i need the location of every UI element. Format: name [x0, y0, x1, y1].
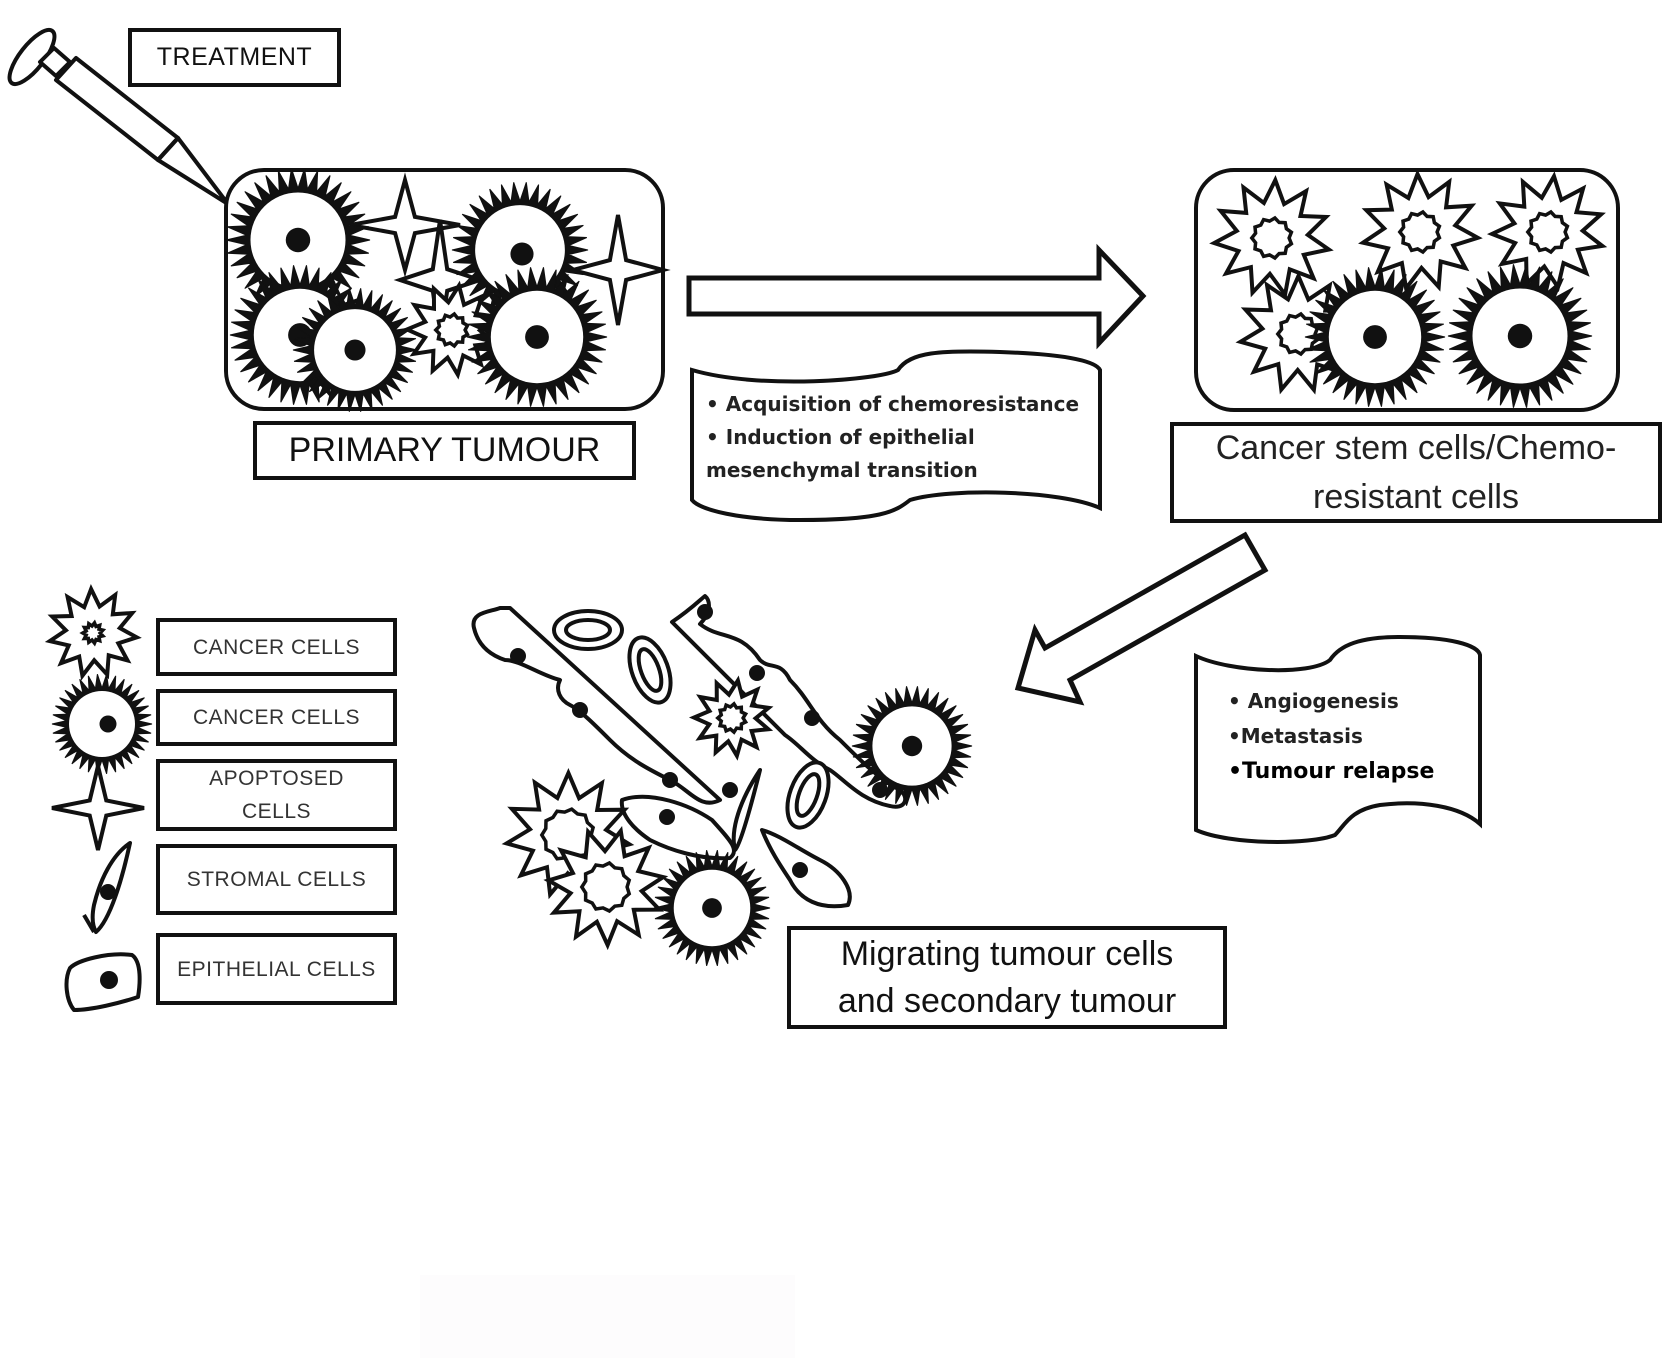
chemoresistant-cell	[1447, 264, 1593, 408]
legend-icons	[44, 583, 153, 1012]
primary-tumour-label-box: PRIMARY TUMOUR	[253, 421, 636, 480]
stromal-cell	[731, 768, 762, 852]
transition-note-1: • Acquisition of chemoresistance	[706, 392, 1080, 416]
sun-cancer-cell	[653, 850, 771, 966]
primary-tumour-label: PRIMARY TUMOUR	[288, 431, 601, 469]
stem-cell	[1486, 171, 1608, 293]
epithelial-cell	[619, 794, 736, 861]
outcome-notes-text: • Angiogenesis •Metastasis •Tumour relap…	[1228, 684, 1434, 789]
stromal-cell-icon	[82, 841, 132, 934]
diagonal-arrow-icon	[1014, 531, 1269, 706]
legend-item-epithelial-cells: EPITHELIAL CELLS	[156, 933, 397, 1005]
syringe-icon	[7, 27, 230, 206]
right-arrow-icon	[686, 243, 1147, 350]
cell-nucleus	[344, 339, 366, 361]
outcome-note-1: • Angiogenesis	[1228, 689, 1399, 713]
sun-cancer-cell	[851, 686, 973, 806]
migration-cancer-cells	[501, 604, 973, 966]
spiky-cancer-cell	[688, 675, 774, 761]
transition-note-3: mesenchymal transition	[706, 458, 978, 482]
cell-nucleus	[525, 325, 549, 349]
cell-nucleus	[510, 648, 526, 664]
cell-nucleus	[749, 665, 765, 681]
legend-label-line2: CELLS	[241, 800, 312, 823]
spiky-cancer-cell-icon	[44, 583, 142, 681]
cell-nucleus	[662, 772, 678, 788]
cell-nucleus	[1525, 209, 1570, 255]
cell-nucleus	[659, 809, 675, 825]
sun-cancer-cell	[466, 267, 608, 407]
cell-nucleus	[572, 702, 588, 718]
legend-label: CANCER CELLS	[192, 706, 361, 729]
epithelial-cell-icon	[64, 952, 142, 1012]
treatment-label: TREATMENT	[156, 43, 313, 71]
migrating-label-box: Migrating tumour cells and secondary tum…	[787, 926, 1227, 1029]
cell-nucleus	[697, 604, 713, 620]
outcome-notes-scroll	[1194, 634, 1482, 844]
cell-nucleus	[702, 898, 722, 918]
primary-tumour-cells	[225, 168, 671, 412]
four-point-star-icon	[51, 765, 145, 851]
stem-cell	[1358, 169, 1483, 294]
transition-note-2: • Induction of epithelial	[706, 425, 975, 449]
cell-nucleus	[285, 227, 311, 253]
cell-nucleus	[722, 782, 738, 798]
sun-cancer-cell-icon	[51, 674, 153, 774]
outcome-note-2: •Metastasis	[1228, 724, 1363, 748]
cell-nucleus	[1397, 209, 1442, 255]
stem-cells-label-line1: Cancer stem cells/Chemo-	[1215, 428, 1617, 467]
transition-notes-scroll	[690, 349, 1102, 523]
cell-nucleus	[433, 311, 470, 349]
stem-cells-group	[1209, 169, 1608, 408]
legend-item-cancer-cells-sun: CANCER CELLS	[156, 689, 397, 746]
apoptosed-cell	[349, 172, 461, 278]
legend-item-stromal-cells: STROMAL CELLS	[156, 844, 397, 915]
legend-item-apoptosed-cells: APOPTOSED CELLS	[156, 759, 397, 831]
migrating-label-line1: Migrating tumour cells	[840, 934, 1174, 973]
stem-cells-label-line2: resistant cells	[1313, 477, 1519, 516]
cell-nucleus	[792, 862, 808, 878]
legend-label: STROMAL CELLS	[186, 868, 367, 891]
outcome-note-3: •Tumour relapse	[1228, 759, 1435, 784]
cell-nucleus	[579, 860, 632, 914]
apoptosed-cell	[565, 214, 671, 326]
chemoresistant-cell	[1304, 267, 1446, 407]
legend-label-line1: APOPTOSED	[209, 767, 344, 790]
treatment-label-box: TREATMENT	[128, 28, 341, 87]
legend-label: CANCER CELLS	[192, 635, 361, 659]
cell-nucleus	[1249, 215, 1294, 261]
cell-nucleus	[1507, 323, 1533, 349]
migrating-label-line2: and secondary tumour	[837, 981, 1177, 1020]
cell-nucleus	[100, 884, 116, 900]
spiky-cancer-cell	[543, 826, 669, 951]
migration-cluster	[471, 594, 908, 909]
cell-tail	[82, 913, 96, 934]
cell-nucleus	[100, 971, 118, 989]
transition-notes-text: • Acquisition of chemoresistance • Induc…	[706, 388, 1079, 487]
sun-cancer-cell	[225, 168, 371, 312]
cell-nucleus	[901, 735, 923, 757]
cell-nucleus	[99, 715, 117, 733]
cell-nucleus	[872, 782, 888, 798]
cell-nucleus	[804, 710, 820, 726]
cell-nucleus	[715, 701, 749, 735]
cell-nucleus	[79, 619, 107, 647]
sun-cancer-cell	[292, 288, 418, 412]
stem-cells-label-box: Cancer stem cells/Chemo- resistant cells	[1170, 422, 1662, 523]
stem-cell	[1209, 175, 1334, 300]
faint-background-patch	[420, 1275, 795, 1358]
legend-item-cancer-cells-spiky: CANCER CELLS	[156, 618, 397, 676]
legend-label: EPITHELIAL CELLS	[177, 957, 376, 981]
cell-nucleus	[1363, 325, 1387, 349]
cell-nucleus	[510, 242, 534, 266]
